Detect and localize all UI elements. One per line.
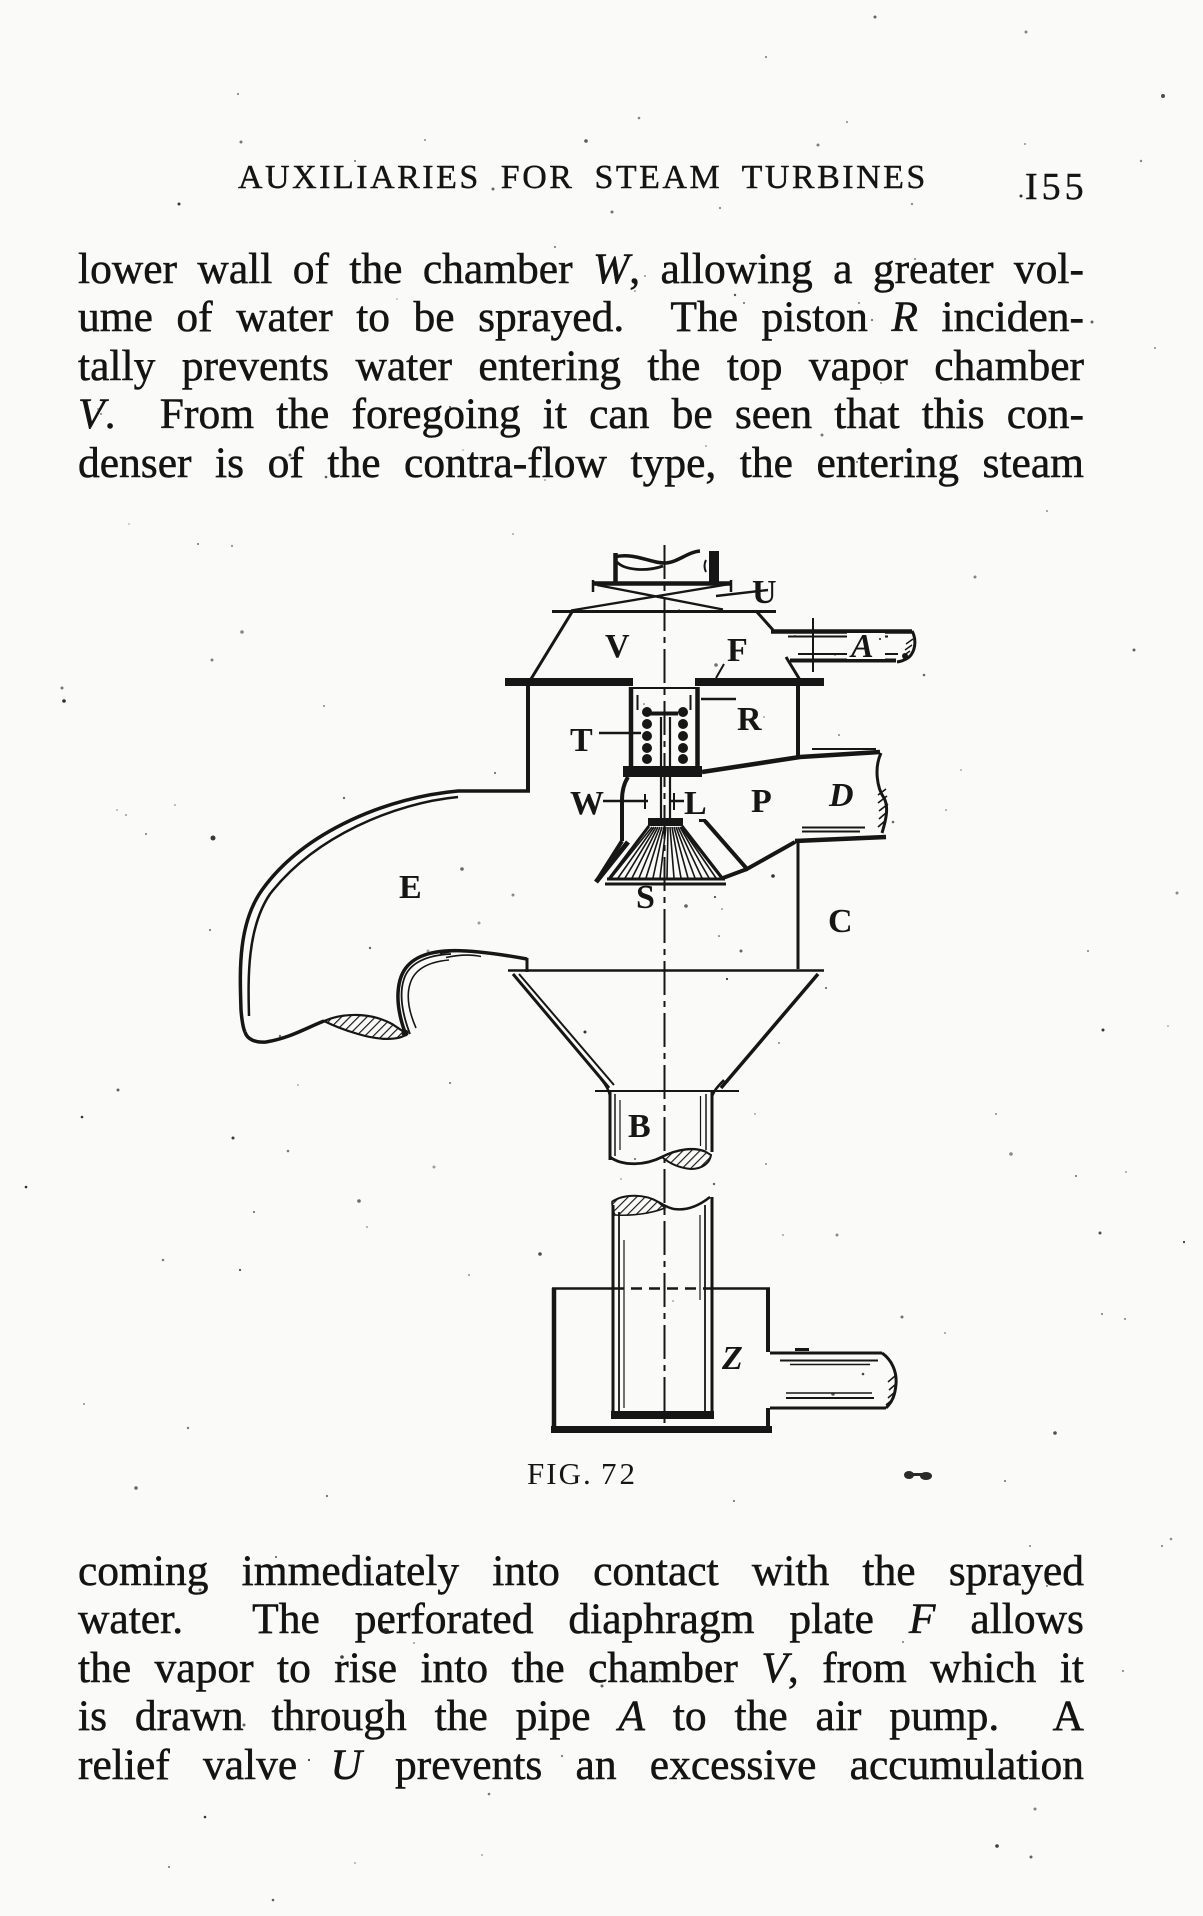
svg-text:F: F bbox=[727, 632, 748, 669]
svg-text:D: D bbox=[828, 777, 854, 814]
svg-text:C: C bbox=[828, 903, 853, 940]
svg-text:S: S bbox=[636, 879, 655, 916]
svg-text:A: A bbox=[849, 628, 874, 665]
svg-text:E: E bbox=[399, 869, 422, 906]
svg-text:P: P bbox=[751, 783, 772, 820]
svg-text:T: T bbox=[570, 722, 593, 759]
svg-text:72: 72 bbox=[601, 1456, 635, 1491]
svg-text:V: V bbox=[605, 628, 630, 665]
svg-text:L: L bbox=[684, 785, 707, 822]
svg-text:W: W bbox=[570, 785, 604, 822]
svg-text:R: R bbox=[737, 701, 762, 738]
svg-text:B: B bbox=[628, 1108, 651, 1145]
svg-text:Z: Z bbox=[721, 1340, 743, 1377]
svg-text:U: U bbox=[752, 574, 777, 611]
svg-text:FIG.: FIG. bbox=[527, 1456, 593, 1491]
